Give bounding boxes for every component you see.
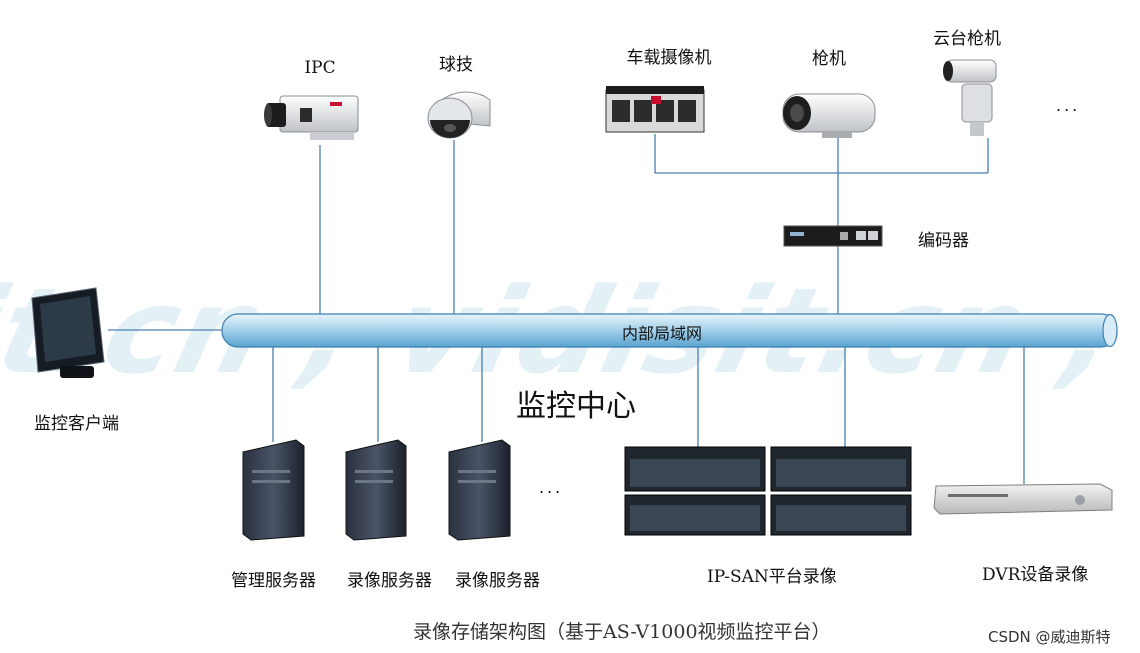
mgmt-server-label: 管理服务器 bbox=[231, 571, 316, 591]
ipsan-label: IP-SAN平台录像 bbox=[707, 567, 837, 587]
bullet-camera-icon bbox=[782, 93, 876, 138]
record-server-1-label: 录像服务器 bbox=[347, 571, 432, 591]
client-label: 监控客户端 bbox=[34, 414, 119, 434]
record-server-2-label: 录像服务器 bbox=[455, 571, 540, 591]
ipc-camera-icon bbox=[264, 95, 359, 140]
connection-lines bbox=[108, 134, 1025, 484]
ipsan-array-icon bbox=[624, 446, 912, 536]
dome-camera-label: 球技 bbox=[439, 55, 473, 75]
ipc-label: IPC bbox=[304, 58, 336, 78]
monitor-icon bbox=[31, 287, 105, 378]
more-servers-ellipsis: ... bbox=[539, 478, 564, 497]
lan-label: 内部局域网 bbox=[622, 324, 703, 343]
encoder-label: 编码器 bbox=[918, 231, 969, 251]
dome-camera-icon bbox=[427, 91, 491, 139]
monitoring-center-label: 监控中心 bbox=[516, 389, 636, 424]
bullet-camera-label: 枪机 bbox=[812, 49, 846, 69]
encoder-icon bbox=[783, 225, 883, 247]
diagram-caption: 录像存储架构图（基于AS-V1000视频监控平台） bbox=[413, 621, 831, 643]
vehicle-camera-label: 车载摄像机 bbox=[626, 48, 712, 68]
vehicle-camera-icon bbox=[605, 86, 705, 133]
server-tower-3-icon bbox=[448, 439, 511, 541]
server-tower-1-icon bbox=[242, 439, 305, 541]
ptz-camera-icon bbox=[943, 59, 997, 136]
server-tower-2-icon bbox=[345, 439, 407, 541]
lan-bus bbox=[221, 313, 1118, 348]
source-credit: CSDN @威迪斯特 bbox=[988, 628, 1111, 646]
dvr-label: DVR设备录像 bbox=[982, 565, 1089, 585]
more-devices-ellipsis: ... bbox=[1056, 96, 1081, 115]
ptz-camera-label: 云台枪机 bbox=[933, 29, 1001, 49]
dvr-icon bbox=[933, 483, 1113, 515]
